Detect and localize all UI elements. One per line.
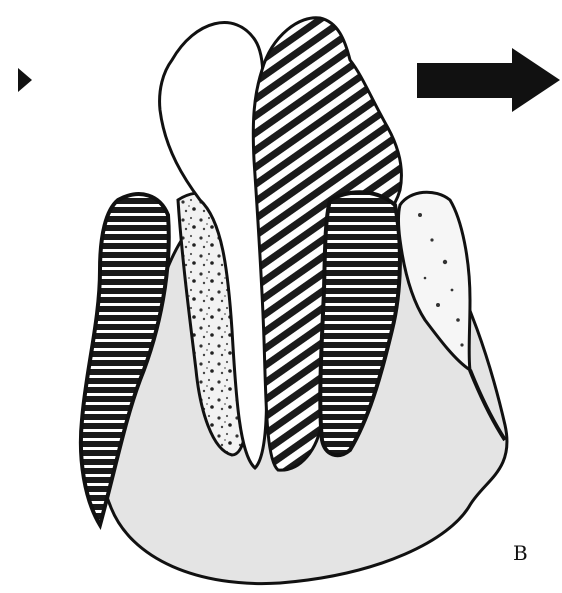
arrow-right-icon bbox=[417, 48, 560, 112]
arrowhead-right-icon bbox=[18, 68, 32, 92]
panel-label: B bbox=[513, 541, 528, 565]
